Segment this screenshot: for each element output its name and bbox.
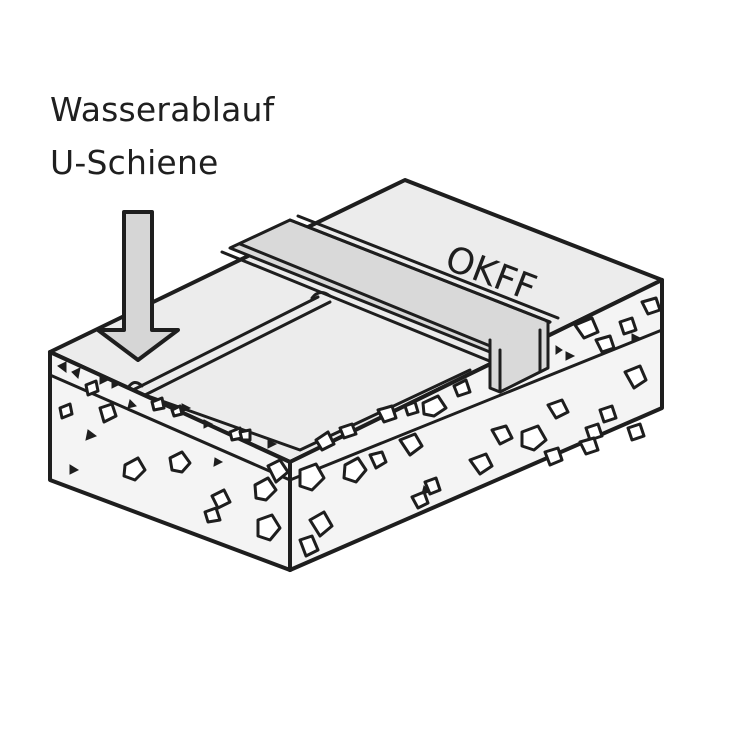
- arrow-down-icon: [96, 210, 180, 362]
- u-rail-edge-1: [220, 250, 494, 364]
- u-rail-profile: [488, 320, 550, 394]
- label-u-schiene: U-Schiene: [50, 143, 219, 182]
- floor-panel-edge-2: [143, 300, 332, 397]
- u-rail-edge-4: [296, 214, 560, 320]
- label-wasserablauf: Wasserablauf: [50, 90, 275, 129]
- joint-round: [126, 381, 144, 390]
- u-rail-edge-2: [238, 242, 502, 352]
- floor-panel-front-edge: [143, 368, 472, 452]
- small-pebbles: [57, 333, 642, 495]
- floor-panel-edge: [131, 295, 320, 392]
- aggregate-stones: [58, 296, 662, 558]
- u-rail-edge-3: [288, 218, 552, 324]
